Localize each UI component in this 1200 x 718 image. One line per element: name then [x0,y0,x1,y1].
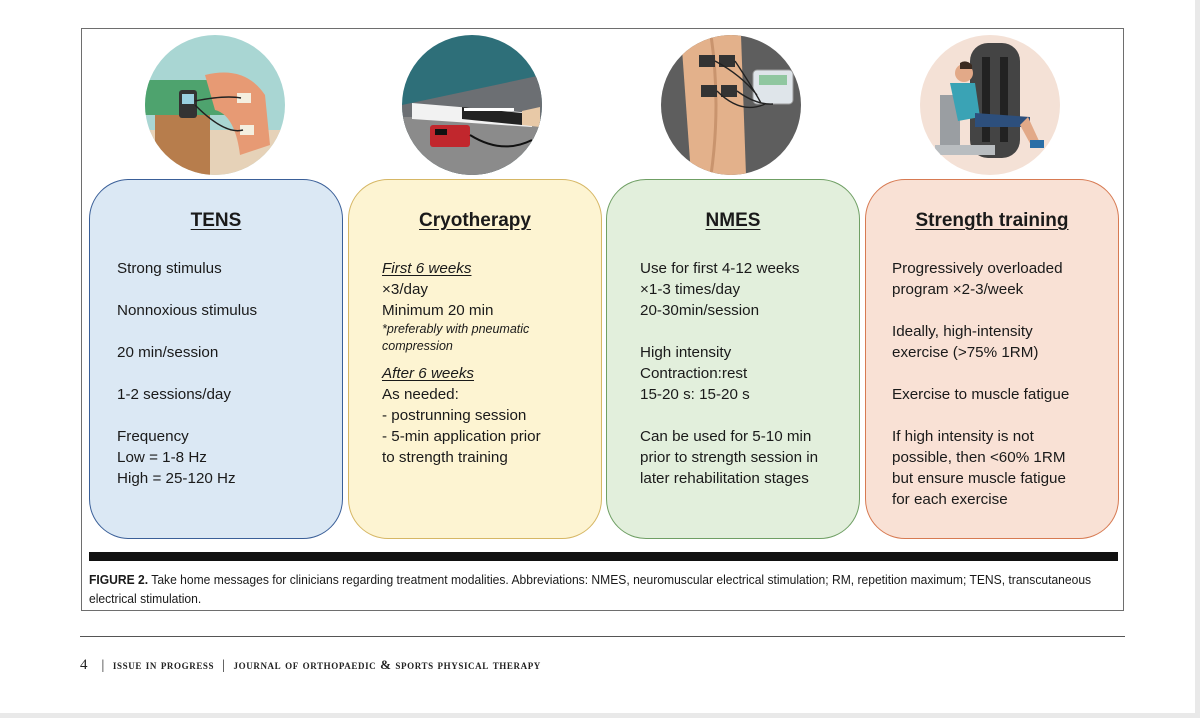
card-line: High = 25-120 Hz [117,470,236,487]
card-line: later rehabilitation stages [640,470,809,487]
card-line: prior to strength session in [640,449,819,466]
strength-training-card: Strength training Progressively overload… [865,179,1119,539]
card-line: If high intensity is not [892,428,1034,445]
figure-caption: FIGURE 2. Take home messages for clinici… [89,570,1118,608]
nmes-device-illustration-icon [661,35,801,175]
card-body: Strong stimulus Nonnoxious stimulus 20 m… [117,258,326,489]
card-line: 1-2 sessions/day [117,386,231,403]
card-line: Minimum 20 min [382,302,494,319]
card-line: 20 min/session [117,344,219,361]
card-line: ×1-3 times/day [640,281,741,298]
card-body: Use for first 4-12 weeks ×1-3 times/day … [640,258,843,489]
card-line: exercise (>75% 1RM) [892,344,1039,361]
card-title: TENS [190,210,242,231]
card-line: 20-30min/session [640,302,760,319]
card-line: Nonnoxious stimulus [117,302,258,319]
card-line: Use for first 4-12 weeks [640,260,800,277]
cryotherapy-card: Cryotherapy First 6 weeks ×3/day Minimum… [348,179,602,539]
card-line: ×3/day [382,281,429,298]
caption-divider [89,552,1118,561]
strength-machine-illustration-icon [920,35,1060,175]
cryotherapy-illustration-icon [402,35,542,175]
tens-device-illustration-icon [145,35,285,175]
card-line: Strong stimulus [117,260,222,277]
card-line: 15-20 s: 15-20 s [640,386,750,403]
card-line: program ×2-3/week [892,281,1024,298]
card-body: First 6 weeks ×3/day Minimum 20 min *pre… [382,258,585,468]
card-line: High intensity [640,344,732,361]
page-number: 4 [80,657,88,673]
journal-name: JOURNAL OF ORTHOPAEDIC & SPORTS PHYSICAL… [233,657,541,672]
card-line: Ideally, high-intensity [892,323,1033,340]
card-subheading: After 6 weeks [382,365,475,382]
nmes-card: NMES Use for first 4-12 weeks ×1-3 times… [606,179,860,539]
card-line: Progressively overloaded [892,260,1063,277]
card-line: As needed: [382,386,459,403]
card-line: but ensure muscle fatigue [892,470,1066,487]
card-subheading: First 6 weeks [382,260,472,277]
figure-2: TENS Strong stimulus Nonnoxious stimulus… [81,28,1124,611]
footer-separator: | [101,658,105,673]
footer-divider [80,636,1125,637]
card-body: Progressively overloaded program ×2-3/we… [892,258,1102,510]
card-line: Contraction:rest [640,365,748,382]
card-line: to strength training [382,449,508,466]
card-title: Strength training [915,210,1069,231]
card-title: NMES [705,210,761,231]
card-title: Cryotherapy [419,210,531,231]
issue-label: ISSUE IN PROGRESS [112,657,215,672]
caption-label: FIGURE 2. [89,572,149,587]
card-line: Low = 1-8 Hz [117,449,207,466]
card-line: possible, then <60% 1RM [892,449,1066,466]
caption-text: Take home messages for clinicians regard… [89,572,1092,606]
card-line: for each exercise [892,491,1008,508]
card-note: *preferably with pneumatic compression [382,322,530,353]
page-footer: 4 | ISSUE IN PROGRESS | JOURNAL OF ORTHOPAED… [80,657,541,674]
card-line: Exercise to muscle fatigue [892,386,1070,403]
card-line: Can be used for 5-10 min [640,428,812,445]
tens-card: TENS Strong stimulus Nonnoxious stimulus… [89,179,343,539]
card-line: Frequency [117,428,189,445]
card-line: - postrunning session [382,407,527,424]
footer-separator: | [222,658,226,673]
card-line: - 5-min application prior [382,428,541,445]
